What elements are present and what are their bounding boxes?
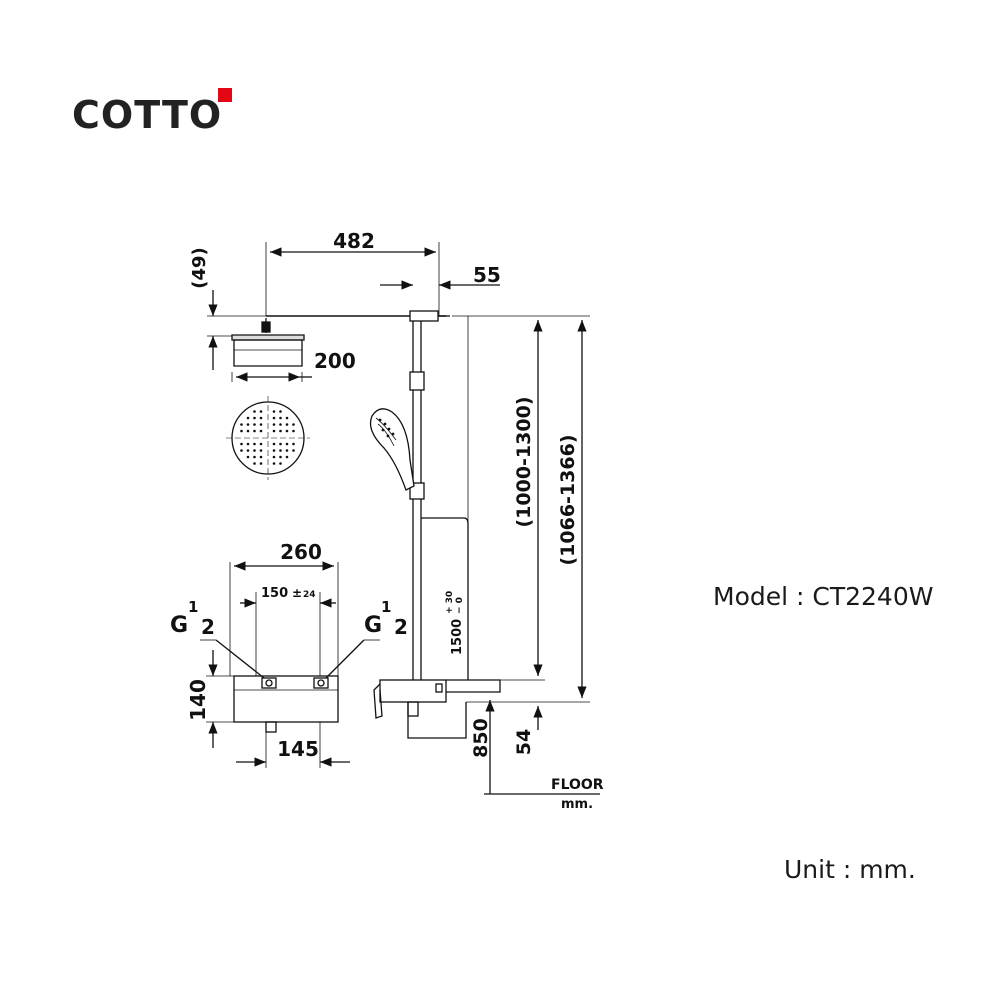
shower-column [266, 310, 501, 739]
nozzle-dot [246, 429, 250, 433]
nozzle-dot [292, 442, 295, 446]
install-tolerance-minus: − 0 [455, 597, 465, 614]
nozzle-dot [285, 442, 289, 446]
head-thickness-label: (49) [189, 247, 210, 289]
nozzle-dot [246, 423, 250, 426]
inlet-thread-right-num: 1 [381, 598, 391, 616]
floor-label: FLOOR [551, 777, 604, 793]
nozzle-dot [240, 442, 243, 446]
shower-head-top-view [226, 396, 310, 480]
nozzle-dot [246, 442, 250, 446]
nozzle-dot [272, 423, 276, 426]
rail-range-dimension [452, 315, 545, 681]
nozzle-dot [285, 455, 289, 459]
nozzle-dot [272, 449, 276, 452]
nozzle-dot [279, 462, 282, 465]
inlet-thread-left: G [170, 613, 188, 638]
inlet-thread-right: G [364, 613, 382, 638]
valve-width-label: 260 [280, 540, 322, 564]
hand-shower-nozzle-dot [383, 422, 387, 426]
nozzle-dot [259, 455, 263, 459]
install-tolerance-plus: + 30 [445, 591, 455, 614]
arm-length-label: 482 [333, 229, 375, 253]
valve-depth-label: 145 [277, 737, 319, 761]
unit-label: Unit : mm. [784, 855, 916, 884]
floor-unit-label: mm. [561, 797, 593, 812]
nozzle-dot [279, 429, 282, 433]
nozzle-dot [285, 449, 289, 452]
nozzle-dot [292, 423, 295, 426]
nozzle-dot [259, 423, 263, 426]
valve-height-label: 140 [186, 679, 210, 721]
nozzle-dot [272, 416, 276, 420]
nozzle-dot [259, 449, 263, 452]
nozzle-dot [272, 455, 276, 459]
shower-head-side-view [231, 318, 305, 367]
head-diameter-dimension [231, 372, 312, 382]
nozzle-dot [259, 442, 263, 446]
nozzle-dot [253, 442, 256, 446]
inlet-thread-left-num: 1 [188, 598, 198, 616]
nozzle-dot [292, 449, 295, 452]
floor-height-dimension [484, 700, 600, 795]
arm-length-dimension [265, 242, 440, 316]
nozzle-dot [246, 455, 250, 459]
valve-offset-label: 54 [513, 729, 535, 755]
rail-range-label: (1000-1300) [513, 396, 535, 527]
nozzle-dot [259, 416, 263, 420]
inlet-centers-label: 150 [261, 586, 288, 601]
hand-shower-nozzle-dot [386, 434, 390, 438]
nozzle-dot [285, 416, 289, 420]
hand-shower-nozzle-dot [391, 432, 395, 436]
inlet-tolerance-value: 24 [303, 590, 316, 600]
nozzle-dot [253, 455, 256, 459]
nozzle-dot [253, 423, 256, 426]
brand-logo: COTTO [72, 96, 222, 134]
nozzle-dot [285, 423, 289, 426]
nozzle-dot [259, 429, 263, 433]
nozzle-dot [253, 429, 256, 433]
nozzle-dot [246, 416, 250, 420]
nozzle-dot [279, 449, 282, 452]
inlet-thread-right-den: 2 [394, 615, 408, 639]
nozzle-dot [240, 423, 243, 426]
nozzle-dot [272, 410, 276, 413]
head-diameter-label: 200 [314, 349, 356, 373]
mixer-valve-front-view [200, 561, 380, 768]
model-label: Model : CT2240W [713, 582, 934, 611]
nozzle-dot [253, 410, 256, 413]
nozzle-dot [292, 429, 295, 433]
inlet-tolerance-sign: ± [292, 586, 302, 600]
nozzle-dot [246, 449, 250, 452]
nozzle-dot [272, 429, 276, 433]
nozzle-dot [279, 416, 282, 420]
nozzle-dot [259, 410, 263, 413]
nozzle-dot [240, 429, 243, 433]
nozzle-dot [253, 462, 256, 465]
brand-name: COTTO [72, 93, 223, 137]
nozzle-dot [240, 449, 243, 452]
inlet-thread-left-den: 2 [201, 615, 215, 639]
nozzle-dot [279, 423, 282, 426]
hand-shower-nozzle-dot [381, 428, 385, 432]
brand-accent-square [218, 88, 232, 102]
nozzle-dot [285, 429, 289, 433]
hand-shower-nozzle-dot [387, 427, 391, 431]
nozzle-dot [272, 462, 276, 465]
nozzle-dot [253, 449, 256, 452]
overall-range-label: (1066-1366) [557, 434, 579, 565]
nozzle-dot [279, 442, 282, 446]
nozzle-dot [253, 416, 256, 420]
nozzle-dot [272, 442, 276, 446]
arm-offset-label: 55 [473, 263, 501, 287]
nozzle-dot [279, 455, 282, 459]
head-thickness-dimension [207, 290, 272, 370]
nozzle-dot [259, 462, 263, 465]
hand-shower-nozzle-dot [378, 418, 382, 422]
nozzle-dot [279, 410, 282, 413]
install-height-label: 1500 [450, 619, 465, 655]
valve-floor-height-label: 850 [470, 718, 492, 758]
